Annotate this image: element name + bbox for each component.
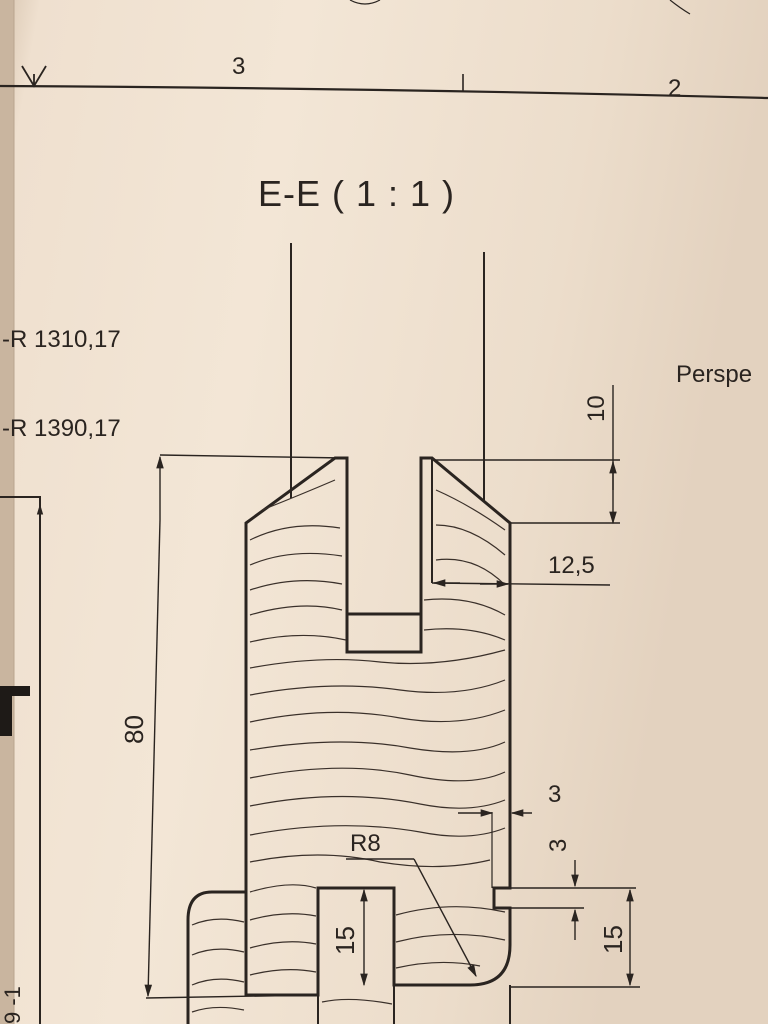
dim-groove-width: 3 (458, 781, 561, 888)
top-arc-fragment (349, 0, 381, 5)
top-arc-fragment-2 (669, 0, 691, 15)
radius-label-1: -R 1310,17 (2, 326, 121, 353)
surface-finish-icon (21, 65, 47, 88)
left-lip (186, 890, 246, 1024)
dim-inset: 12,5 (431, 552, 611, 588)
dim-groove-width-value: 3 (548, 781, 561, 808)
dim-overall-height: 80 (119, 454, 346, 999)
dim-top-offset: 10 (432, 385, 620, 525)
margin-fragment: 9 -1 (0, 986, 25, 1024)
dim-corner-radius: R8 (346, 830, 477, 978)
dim-corner-radius-value: R8 (350, 830, 381, 857)
zone-number-2: 2 (668, 75, 681, 102)
zone-number-3: 3 (232, 53, 245, 80)
dim-inset-value: 12,5 (548, 552, 595, 579)
dim-slot-height: 15 (330, 888, 368, 987)
title-border: 3 2 (0, 53, 768, 102)
section-title: E-E ( 1 : 1 ) (258, 173, 455, 214)
radius-label-2: -R 1390,17 (2, 415, 121, 442)
slot-block (345, 614, 423, 654)
left-frame-fragment: 9 -1 (0, 496, 44, 1024)
dim-groove-depth-value: 3 (545, 839, 572, 852)
wood-grain (191, 479, 506, 1013)
page-edge (0, 0, 14, 1024)
profile-body-outline (244, 456, 512, 997)
dim-overall-height-value: 80 (119, 715, 149, 744)
side-text: Perspe (676, 361, 752, 388)
dim-bottom-height-value: 15 (598, 925, 628, 954)
dim-groove-depth: 3 (510, 839, 636, 940)
dim-top-offset-value: 10 (583, 395, 610, 422)
dim-bottom-height: 15 (510, 888, 640, 988)
dim-slot-height-value: 15 (330, 926, 360, 955)
